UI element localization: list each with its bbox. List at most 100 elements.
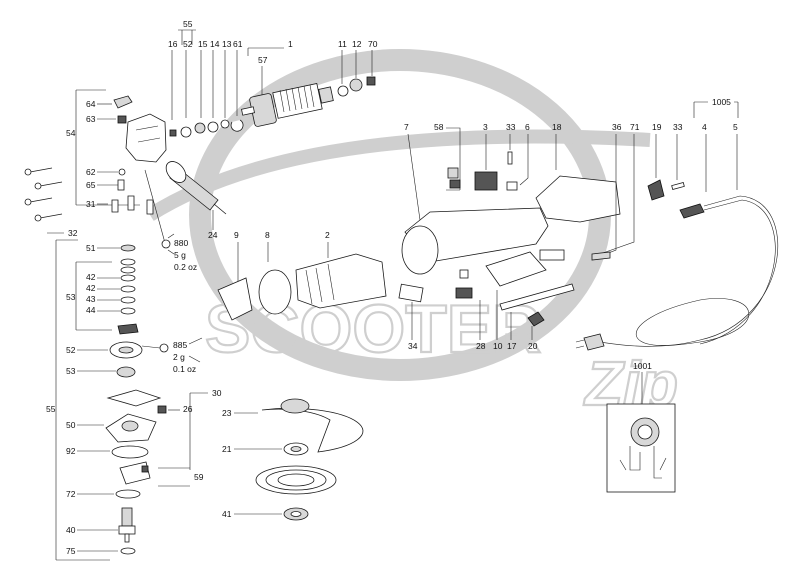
- label-19: 19: [652, 122, 662, 132]
- label-7: 7: [404, 122, 409, 132]
- label-31: 31: [86, 199, 96, 209]
- part-31-screw-c: [146, 199, 154, 215]
- flange-stack-group: 55 51 53 42 42 43 44 52 885 2 g 0.1 oz 5…: [46, 239, 222, 561]
- label-41: 41: [222, 509, 232, 519]
- part-53-washer-a: [120, 258, 136, 266]
- part-70-sleeve: [366, 76, 376, 86]
- watermark-brand-main: SCOOTER: [205, 291, 541, 367]
- part-31-screw-a: [111, 199, 119, 213]
- part-34-label: [398, 283, 424, 303]
- watermark: SCOOTER Zip: [146, 49, 679, 420]
- part-53-bearing: [116, 366, 136, 378]
- label-2: 2: [325, 230, 330, 240]
- inset-1001: 1001: [606, 361, 676, 493]
- label-51: 51: [86, 243, 96, 253]
- label-880-grams: 5 g: [174, 250, 186, 260]
- part-63-spring: [117, 115, 127, 124]
- label-61: 61: [233, 39, 243, 49]
- label-33a: 33: [506, 122, 516, 132]
- label-55-top: 55: [183, 19, 193, 29]
- label-5: 5: [733, 122, 738, 132]
- part-51-ring: [120, 244, 136, 252]
- label-13: 13: [222, 39, 232, 49]
- part-23-guard-collar: [280, 398, 310, 414]
- part-7-housing-mouth: [401, 225, 439, 275]
- gear-head-group: 64 63 54 62 65 31 32: [24, 89, 227, 272]
- label-58: 58: [434, 122, 444, 132]
- label-42a: 42: [86, 272, 96, 282]
- part-26-screw: [157, 405, 167, 414]
- label-42b: 42: [86, 283, 96, 293]
- label-17: 17: [507, 341, 517, 351]
- label-11: 11: [338, 39, 347, 49]
- label-4: 4: [702, 122, 707, 132]
- part-58-brush-b: [449, 179, 461, 189]
- part-9-flange: [217, 277, 253, 321]
- label-64: 64: [86, 99, 96, 109]
- part-58-brush-a: [447, 167, 459, 179]
- part-33-screw: [507, 151, 513, 165]
- part-44-ring: [120, 307, 136, 315]
- spindle-group-top: 55 16 52 15 14 13 61 1 57 11 12 70: [168, 19, 378, 138]
- part-75-ring: [120, 547, 136, 555]
- part-28-clip: [455, 287, 473, 299]
- label-24: 24: [208, 230, 218, 240]
- label-1001: 1001: [633, 361, 652, 371]
- part-42-ring-a: [120, 274, 136, 282]
- part-23-wheel-guard: [261, 407, 364, 453]
- part-885-grease: [159, 343, 169, 353]
- part-62-ring: [118, 168, 126, 176]
- part-72-washer: [115, 489, 141, 499]
- label-75: 75: [66, 546, 76, 556]
- part-64-cap: [113, 95, 133, 109]
- part-65-pin: [117, 179, 125, 191]
- part-16-nut: [169, 129, 177, 137]
- part-20-button: [527, 311, 545, 327]
- label-52: 52: [66, 345, 76, 355]
- part-14-washer: [207, 121, 219, 133]
- label-34: 34: [408, 341, 418, 351]
- part-24-side-handle: [165, 161, 227, 215]
- label-53a: 53: [66, 292, 76, 302]
- part-30-gasket: [106, 389, 162, 407]
- label-72: 72: [66, 489, 76, 499]
- part-61-clip: [230, 119, 244, 132]
- part-17-switch-rod: [499, 283, 575, 311]
- label-71: 71: [630, 122, 640, 132]
- label-3: 3: [483, 122, 488, 132]
- label-6: 6: [525, 122, 530, 132]
- part-92-o-ring: [111, 445, 149, 459]
- label-20: 20: [528, 341, 538, 351]
- part-42-ring-b: [120, 285, 136, 293]
- part-11-washer: [337, 85, 349, 97]
- label-1005: 1005: [712, 97, 731, 107]
- part-1-armature: [241, 83, 334, 127]
- part-28-bracket: [459, 269, 469, 279]
- part-13-washer: [220, 119, 230, 129]
- label-44: 44: [86, 305, 96, 315]
- part-53-spacer: [117, 323, 139, 335]
- inset-1001-frame: [606, 403, 676, 493]
- part-36-label: [539, 249, 565, 261]
- label-16: 16: [168, 39, 178, 49]
- label-8: 8: [265, 230, 270, 240]
- part-32-screws: [24, 167, 63, 222]
- part-43-ring: [120, 296, 136, 304]
- label-30: 30: [212, 388, 222, 398]
- part-880-grease: [161, 239, 171, 249]
- housing-group: 58 3 33 6 18 7 36 71 19 33 1005 4 5: [217, 97, 779, 351]
- label-63: 63: [86, 114, 96, 124]
- label-26: 26: [183, 404, 193, 414]
- label-65: 65: [86, 180, 96, 190]
- leader-880: [144, 169, 166, 244]
- guard-group: 23 21 41: [222, 398, 364, 521]
- label-28: 28: [476, 341, 486, 351]
- label-55-left: 55: [46, 404, 56, 414]
- part-12-bearing: [349, 78, 363, 92]
- label-880-ounces: 0.2 oz: [174, 262, 197, 272]
- label-62: 62: [86, 167, 96, 177]
- label-53b: 53: [66, 366, 76, 376]
- label-57: 57: [258, 55, 268, 65]
- part-18-end-cap: [535, 175, 621, 223]
